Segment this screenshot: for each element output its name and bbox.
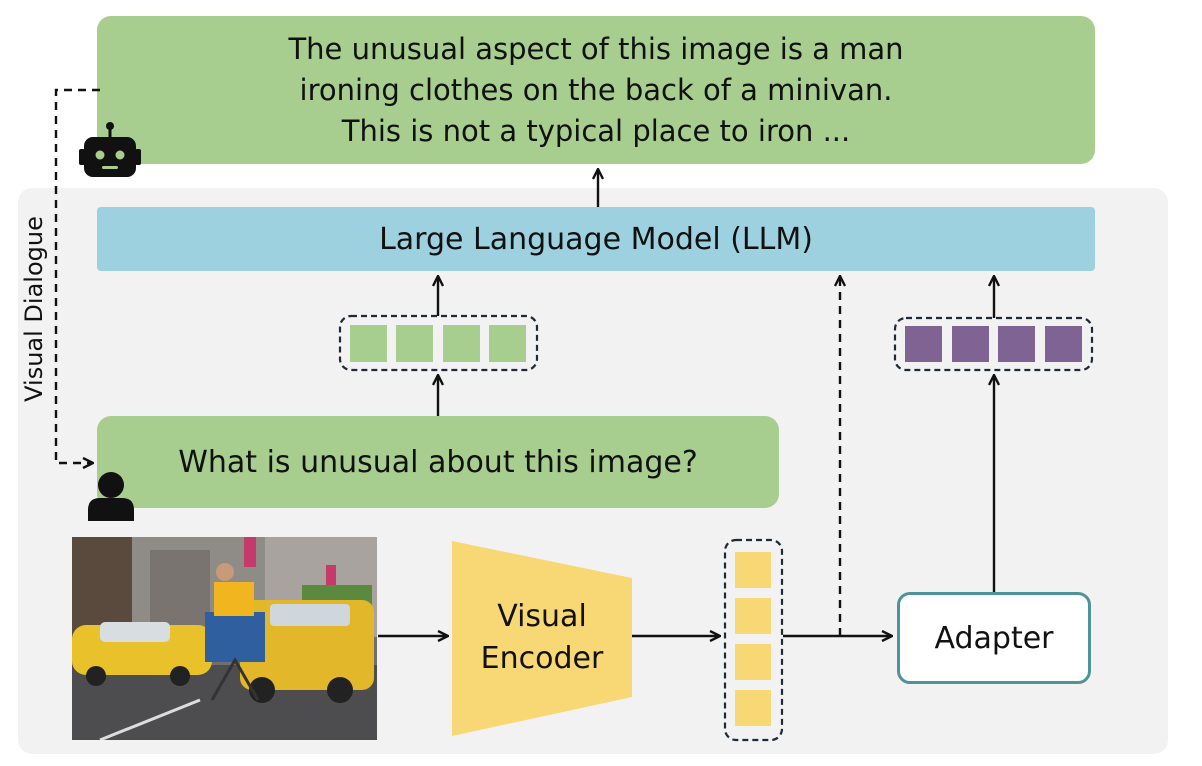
input-photo — [72, 537, 377, 740]
adapted-token — [952, 326, 989, 362]
visual-token — [735, 690, 771, 726]
visual-token — [735, 598, 771, 634]
answer-line-3: This is not a typical place to iron ... — [341, 113, 851, 148]
visual-token — [735, 552, 771, 588]
text-token — [350, 325, 387, 362]
answer-line-2: ironing clothes on the back of a minivan… — [299, 72, 893, 107]
user-icon — [88, 472, 134, 521]
adapted-token-row — [893, 316, 1094, 372]
llm-label: Large Language Model (LLM) — [379, 221, 813, 257]
text-token — [443, 325, 480, 362]
user-question-box: What is unusual about this image? — [97, 416, 779, 508]
adapted-token — [998, 326, 1035, 362]
visual-token — [735, 644, 771, 680]
llm-answer-box: The unusual aspect of this image is a ma… — [97, 16, 1095, 164]
text-token — [489, 325, 526, 362]
adapted-token — [1045, 326, 1082, 362]
answer-line-1: The unusual aspect of this image is a ma… — [288, 31, 904, 66]
encoder-line-2: Encoder — [480, 641, 604, 676]
llm-block: Large Language Model (LLM) — [97, 207, 1095, 271]
text-token-row — [338, 314, 539, 372]
visual-encoder-shape — [452, 541, 632, 736]
adapted-token — [905, 326, 942, 362]
text-token — [396, 325, 433, 362]
adapter-label: Adapter — [934, 620, 1054, 656]
question-text: What is unusual about this image? — [178, 444, 698, 480]
adapter-block: Adapter — [897, 592, 1091, 684]
dialogue-loop-arrow — [54, 88, 100, 463]
robot-icon — [79, 122, 141, 177]
encoder-line-1: Visual — [497, 599, 587, 634]
visual-encoder-label: Visual Encoder — [452, 596, 632, 680]
visual-token-column — [723, 538, 784, 742]
